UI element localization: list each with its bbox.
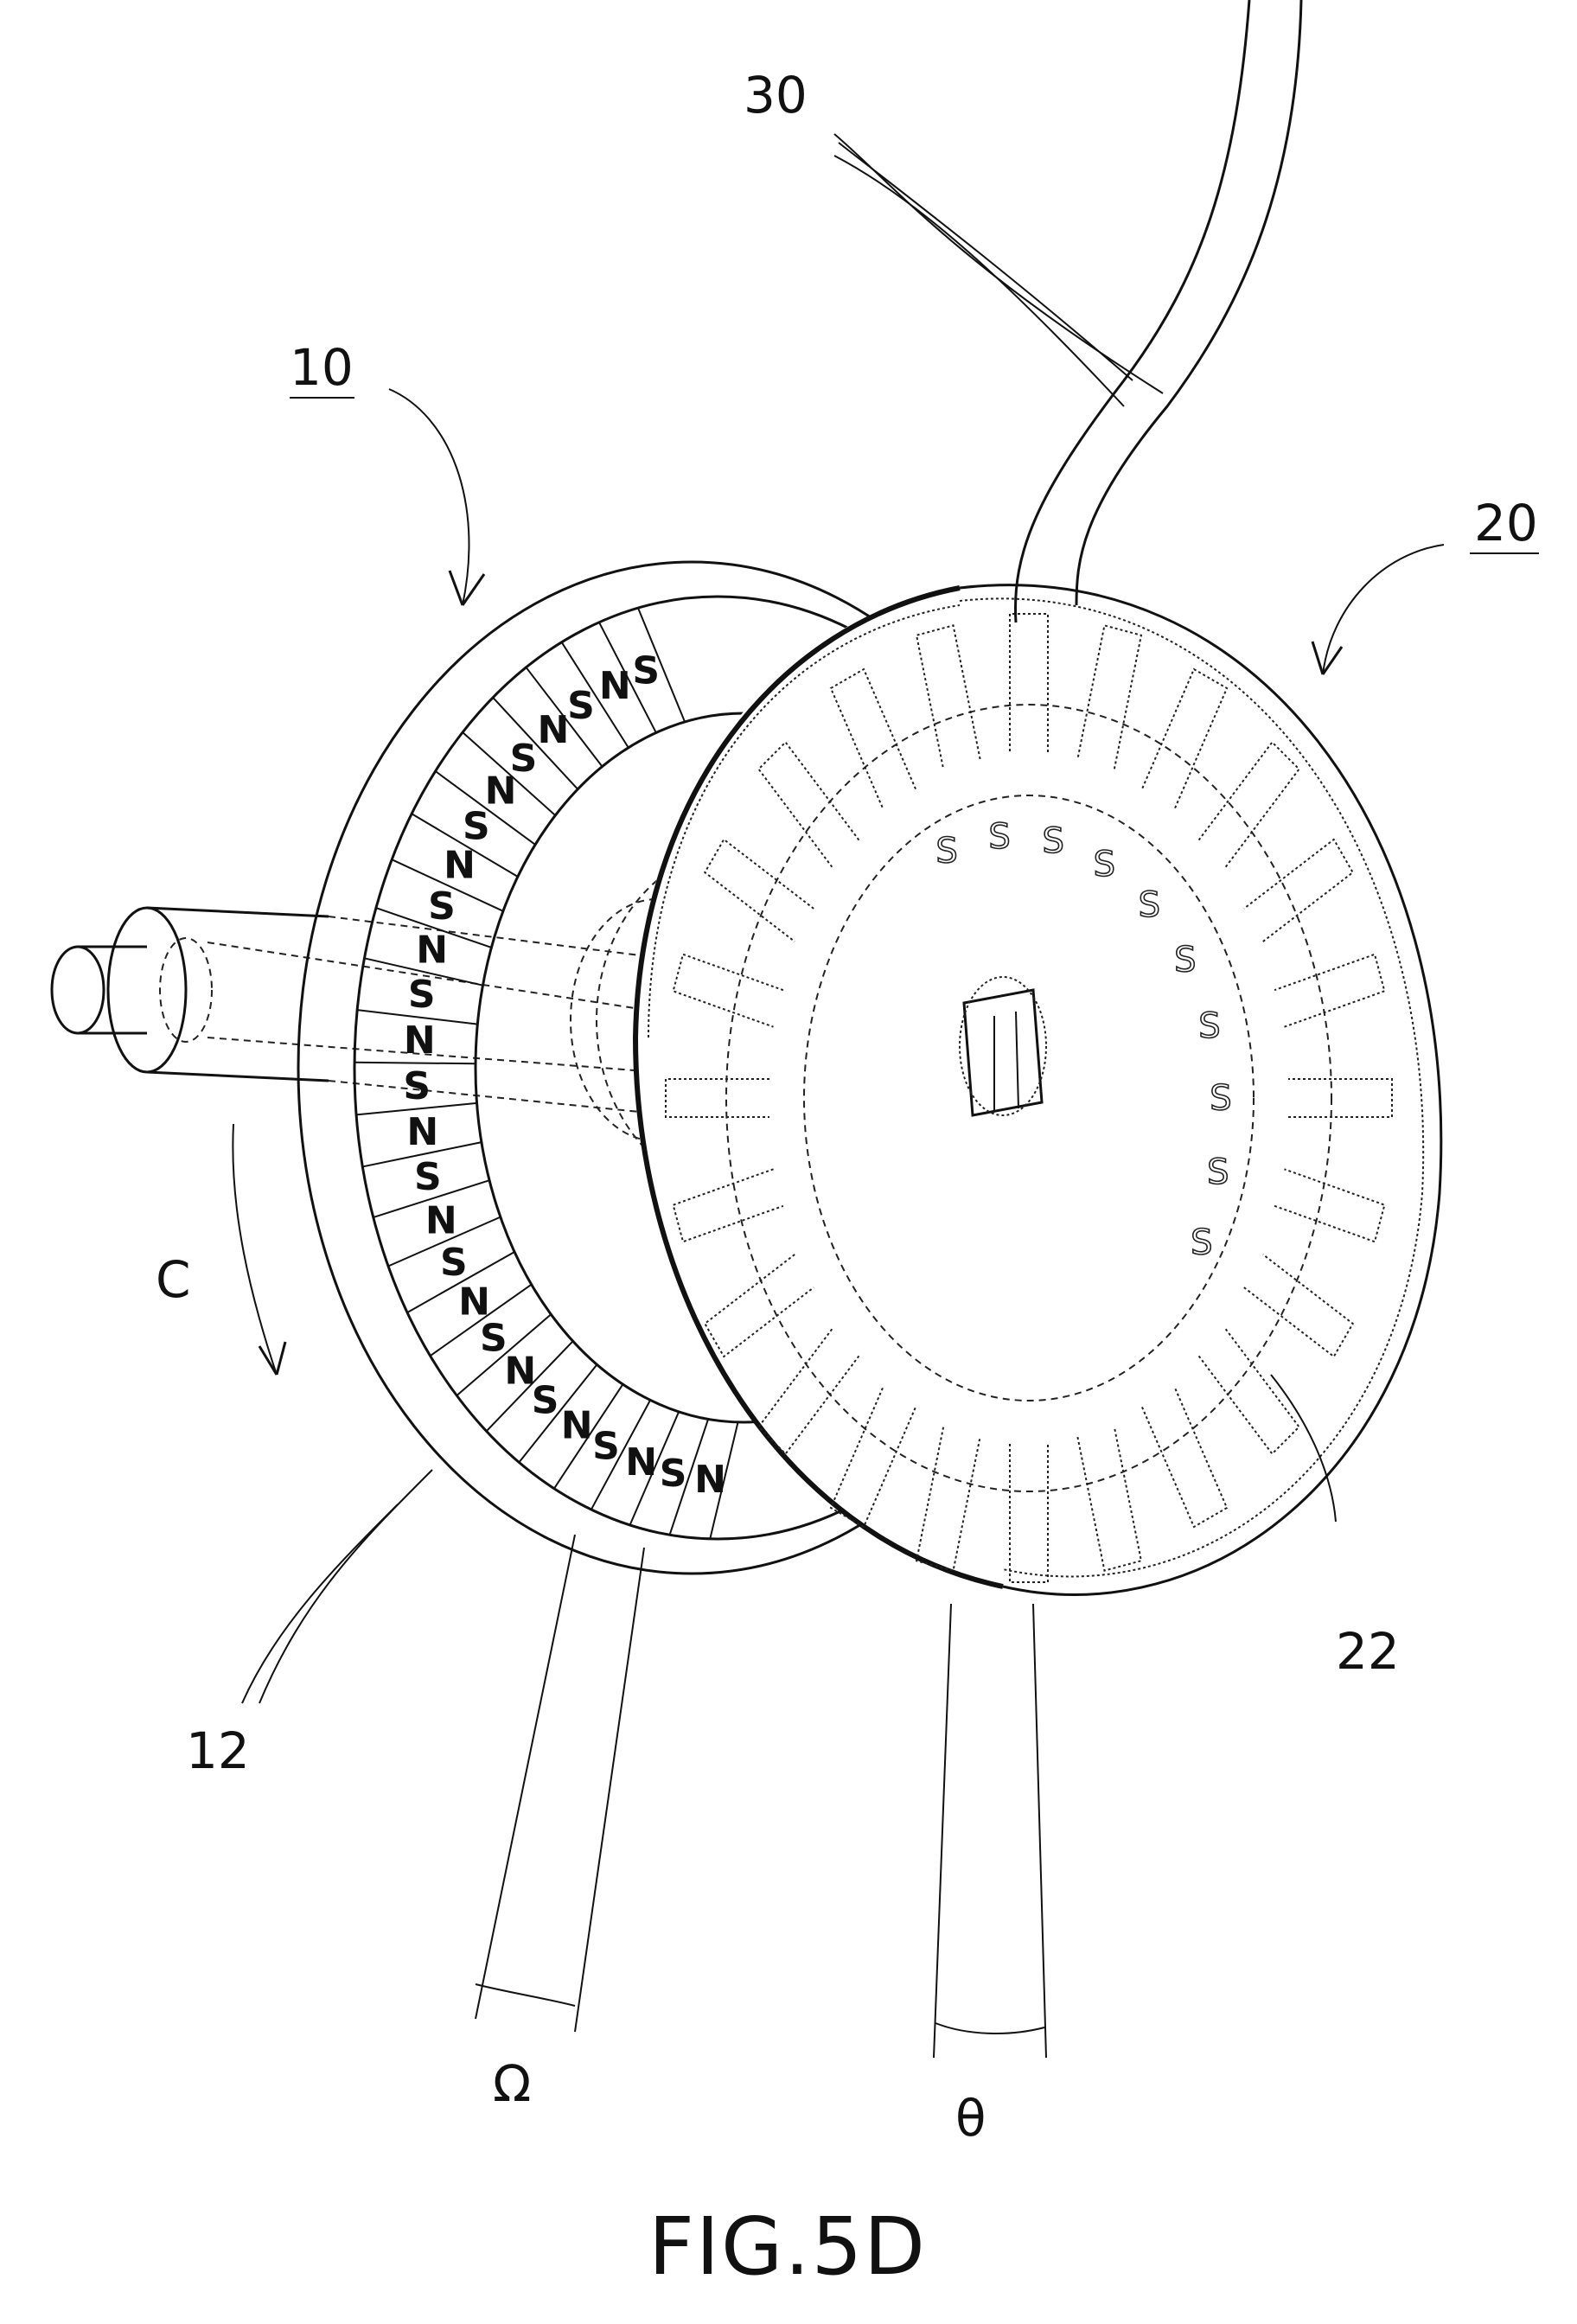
stator-pole-label: S <box>1198 1006 1220 1046</box>
ref-12: 12 <box>186 1721 250 1780</box>
magnet-pole-label: S <box>428 884 456 929</box>
lead-wires-30 <box>1015 0 1301 622</box>
figure-caption: FIG.5D <box>648 2200 927 2293</box>
stator-pole-label: S <box>1174 941 1196 980</box>
stator-pole-label: S <box>1210 1079 1231 1119</box>
magnet-pole-label: S <box>660 1452 687 1496</box>
magnet-pole-label: S <box>510 737 538 781</box>
magnet-pole-label: N <box>694 1458 726 1502</box>
ref-20: 20 <box>1474 494 1538 552</box>
magnet-pole-label: S <box>592 1425 620 1469</box>
magnet-pole-label: N <box>404 1018 436 1063</box>
magnet-pole-label: S <box>567 684 595 728</box>
magnet-pole-label: N <box>561 1404 593 1448</box>
magnet-pole-label: S <box>440 1241 468 1285</box>
magnet-pole-label: N <box>538 708 570 752</box>
magnet-pole-label: S <box>408 973 436 1017</box>
magnet-pole-label: N <box>458 1280 490 1324</box>
magnet-divider <box>354 1063 476 1064</box>
angle-theta <box>934 1604 1046 2058</box>
theta-symbol: θ <box>955 2089 986 2148</box>
stator-pole-label: S <box>935 832 957 872</box>
magnet-pole-label: N <box>625 1440 657 1484</box>
magnet-pole-label: N <box>416 928 448 972</box>
ref-30: 30 <box>744 66 808 124</box>
shaft <box>52 908 674 1115</box>
stator-20: SSSSSSSSSS <box>635 585 1441 1595</box>
stator-pole-label: S <box>1139 885 1160 925</box>
ref-C: C <box>156 1250 191 1309</box>
magnet-pole-label: S <box>632 649 660 693</box>
magnet-pole-label: N <box>504 1350 536 1394</box>
magnet-pole-label: N <box>406 1110 438 1154</box>
stator-pole-label: S <box>1043 821 1064 861</box>
ref-10: 10 <box>290 338 354 397</box>
magnet-pole-label: S <box>403 1064 431 1108</box>
stator-pole-label: S <box>1094 845 1115 884</box>
angle-omega <box>476 1535 644 2032</box>
magnet-pole-label: S <box>414 1155 442 1199</box>
omega-symbol: Ω <box>493 2054 531 2113</box>
magnet-pole-label: N <box>444 843 476 887</box>
stator-pole-label: S <box>1207 1152 1229 1192</box>
stator-pole-label: S <box>1191 1223 1212 1263</box>
magnet-pole-label: N <box>599 664 631 708</box>
ref-22: 22 <box>1336 1622 1400 1681</box>
stator-pole-label: S <box>988 817 1010 857</box>
magnet-pole-label: N <box>425 1199 457 1243</box>
